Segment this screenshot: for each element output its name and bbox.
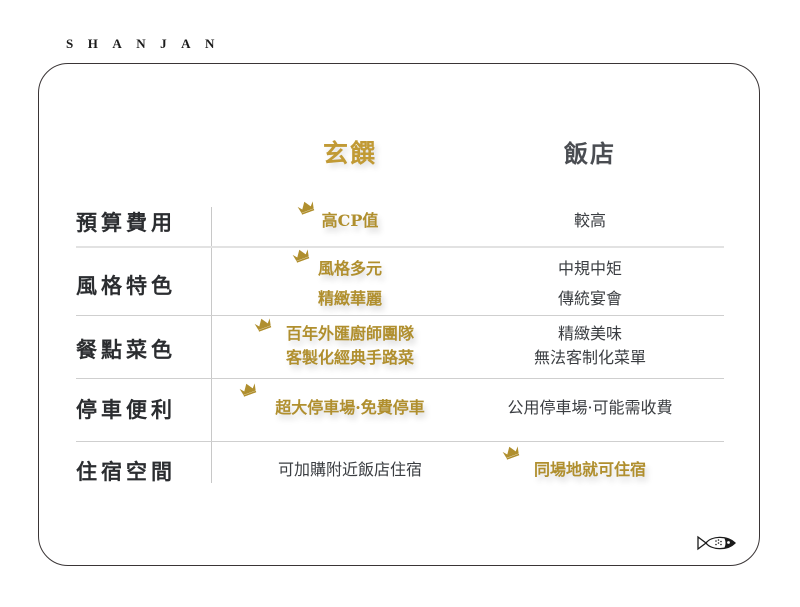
row-label-cuisine: 餐點菜色 (76, 337, 176, 362)
cell-text: 精緻美味 (557, 324, 622, 343)
cell-text: 高CP值 (321, 211, 379, 230)
cell-text: 精緻華麗 (317, 289, 382, 308)
row-divider (76, 315, 724, 316)
row-label-style: 風格特色 (76, 273, 176, 298)
cell-text: 中規中矩 (557, 259, 622, 278)
row-label-parking: 停車便利 (76, 397, 176, 422)
column-header-hotel: 飯店 (564, 139, 616, 168)
crown-icon (292, 249, 310, 263)
cell-ours-budget: 高CP值 (270, 206, 430, 236)
cell-text: 公用停車場·可能需收費 (507, 398, 673, 417)
fish-logo-icon (697, 535, 736, 551)
crown-icon (297, 201, 315, 215)
cell-text: 較高 (573, 211, 606, 230)
cell-ours-lodging: 可加購附近飯店住宿 (250, 455, 450, 485)
cell-ours-style: 風格多元 精緻華麗 (270, 254, 430, 314)
brand-logo-text: SHANJAN (66, 36, 229, 51)
cell-text: 風格多元 (317, 259, 382, 278)
crown-icon (502, 446, 520, 460)
vertical-divider (211, 207, 212, 483)
row-label-budget: 預算費用 (76, 210, 176, 235)
cell-hotel-lodging: 同場地就可住宿 (500, 455, 680, 485)
row-divider (76, 441, 724, 442)
cell-hotel-budget: 較高 (510, 206, 670, 236)
cell-text: 可加購附近飯店住宿 (277, 460, 422, 479)
cell-hotel-style: 中規中矩 傳統宴會 (510, 254, 670, 314)
cell-text: 百年外匯廚師團隊 (285, 324, 414, 343)
cell-text: 傳統宴會 (557, 289, 622, 308)
cell-text: 同場地就可住宿 (533, 460, 646, 479)
crown-icon (239, 383, 257, 397)
cell-ours-cuisine: 百年外匯廚師團隊 客製化經典手路菜 (250, 322, 450, 370)
column-header-ours: 玄饌 (322, 139, 377, 168)
row-divider (76, 378, 724, 379)
cell-hotel-parking: 公用停車場·可能需收費 (480, 393, 700, 423)
cell-hotel-cuisine: 精緻美味 無法客制化菜單 (490, 322, 690, 370)
crown-icon (254, 318, 272, 332)
cell-text: 客製化經典手路菜 (285, 348, 414, 367)
row-divider (76, 246, 724, 248)
cell-text: 超大停車場·免費停車 (275, 398, 425, 417)
cell-text: 無法客制化菜單 (533, 348, 646, 367)
comparison-card-frame (38, 63, 760, 566)
row-label-lodging: 住宿空間 (76, 459, 176, 484)
cell-ours-parking: 超大停車場·免費停車 (240, 393, 460, 423)
